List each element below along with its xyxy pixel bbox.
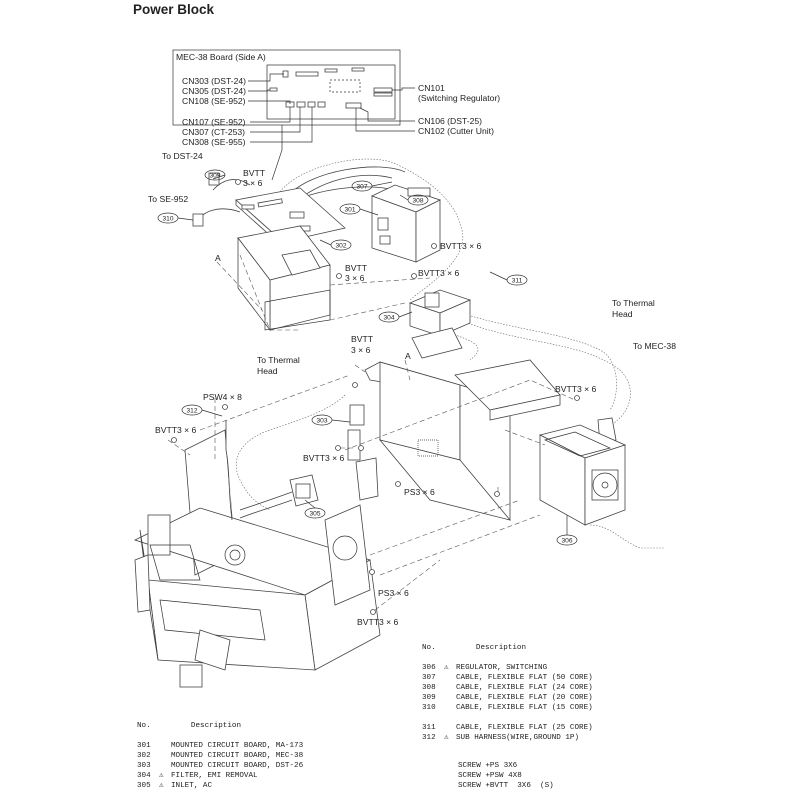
- parts-list-row: 306⚠REGULATOR, SWITCHING: [422, 664, 548, 672]
- parts-list-left-header: No. Description: [137, 722, 242, 730]
- board-inset: MEC-38 Board (Side A): [172, 49, 401, 126]
- label-to-dst24: To DST-24: [162, 151, 203, 161]
- label-3x6-a: 3 × 6: [243, 178, 263, 188]
- label-to-se952: To SE-952: [148, 194, 188, 204]
- label-cn308: CN308 (SE-955): [182, 137, 246, 147]
- part-number-302-text: 302: [335, 243, 346, 250]
- cables: [195, 158, 665, 549]
- cable-310: [192, 213, 204, 227]
- inlet-305-assembly: [239, 474, 319, 519]
- part-number-301-text: 301: [344, 207, 355, 214]
- label-cn102: CN102 (Cutter Unit): [418, 126, 494, 136]
- part-leaders: [177, 174, 568, 535]
- filter-304-assembly: [408, 289, 472, 359]
- label-a-2: A: [405, 351, 411, 361]
- parts-list-row: 305⚠INLET, AC: [137, 782, 213, 790]
- board-302-assembly: [235, 187, 346, 332]
- label-3x6-b: 3 × 6: [345, 273, 365, 283]
- assembly-lines: [167, 261, 576, 611]
- board-leaders: [248, 73, 415, 181]
- label-to-thermal-head-2b: Head: [257, 366, 278, 376]
- label-psw4x8: PSW4 × 8: [203, 392, 242, 402]
- board-title: MEC-38 Board (Side A): [176, 52, 266, 62]
- label-cn106: CN106 (DST-25): [418, 116, 482, 126]
- part-number-310-text: 310: [162, 216, 173, 223]
- part-number-303: 303: [311, 414, 333, 426]
- screws: [171, 179, 580, 615]
- part-number-306: 306: [556, 534, 578, 546]
- parts-list-row: 312⚠SUB HARNESS(WIRE,GROUND 1P): [422, 734, 580, 742]
- part-number-305: 305: [304, 507, 326, 519]
- label-cn107: CN107 (SE-952): [182, 117, 246, 127]
- label-ps3x6-a: PS3 × 6: [404, 487, 435, 497]
- board-301-assembly: [370, 184, 442, 263]
- part-number-310: 310: [157, 212, 179, 224]
- screws-list: SCREW +PS 3X6 SCREW +PSW 4X8 SCREW +BVTT…: [458, 761, 554, 791]
- part-number-311-text: 311: [512, 278, 523, 285]
- page-title: Power Block: [133, 2, 215, 17]
- part-number-306-text: 306: [561, 538, 572, 545]
- label-bvtt3x6-e: BVTT3 × 6: [303, 453, 345, 463]
- label-bvtt3x6-c: BVTT3 × 6: [555, 384, 597, 394]
- part-number-301: 301: [339, 203, 361, 215]
- label-ps3x6-b: PS3 × 6: [378, 588, 409, 598]
- label-cn303: CN303 (DST-24): [182, 76, 246, 86]
- label-to-mec38: To MEC-38: [633, 341, 676, 351]
- part-number-305-text: 305: [309, 511, 320, 518]
- part-number-311: 311: [506, 274, 528, 286]
- harness-312: [225, 420, 233, 521]
- label-cn307: CN307 (CT-253): [182, 127, 245, 137]
- label-3x6-c: 3 × 6: [351, 345, 371, 355]
- part-number-308-text: 308: [412, 198, 423, 205]
- part-number-309-text: 309: [209, 173, 220, 180]
- label-cn101: CN101: [418, 83, 445, 93]
- parts-list-right-header: No. Description: [422, 644, 527, 652]
- label-bvtt-a: BVTT: [243, 168, 266, 178]
- part-number-304-text: 304: [383, 315, 394, 322]
- label-bvtt3x6-b: BVTT3 × 6: [418, 268, 460, 278]
- part-number-303-text: 303: [316, 418, 327, 425]
- screw-row: SCREW +PSW 4X8: [458, 772, 522, 780]
- screw-row: SCREW +BVTT 3X6 (S): [458, 782, 554, 790]
- label-bvtt3x6-d: BVTT3 × 6: [155, 425, 197, 435]
- label-switching-regulator: (Switching Regulator): [418, 93, 500, 103]
- label-cn108: CN108 (SE-952): [182, 96, 246, 106]
- part-number-302: 302: [330, 239, 352, 251]
- part-number-307-text: 307: [356, 184, 367, 191]
- label-cn305: CN305 (DST-24): [182, 86, 246, 96]
- label-to-thermal-head-2a: To Thermal: [257, 355, 300, 365]
- main-frame: [347, 359, 561, 521]
- part-number-312: 312: [181, 404, 203, 416]
- parts-list-row: 304⚠FILTER, EMI REMOVAL: [137, 772, 258, 780]
- part-number-304: 304: [378, 311, 400, 323]
- screw-row: SCREW +PS 3X6: [458, 762, 518, 770]
- label-to-thermal-head-1b: Head: [612, 309, 633, 319]
- part-number-312-text: 312: [186, 408, 197, 415]
- board-inset-frame: [172, 49, 401, 126]
- label-bvtt-c: BVTT: [351, 334, 374, 344]
- label-to-thermal-head-1a: To Thermal: [612, 298, 655, 308]
- regulator-306-assembly: [538, 424, 627, 526]
- label-a-1: A: [215, 253, 221, 263]
- base-chassis: [133, 429, 381, 688]
- parts-list-right: No. Description 306⚠REGULATOR, SWITCHING…: [422, 643, 593, 743]
- label-bvtt3x6-f: BVTT3 × 6: [357, 617, 399, 627]
- label-bvtt-b: BVTT: [345, 263, 368, 273]
- label-bvtt3x6-a: BVTT3 × 6: [440, 241, 482, 251]
